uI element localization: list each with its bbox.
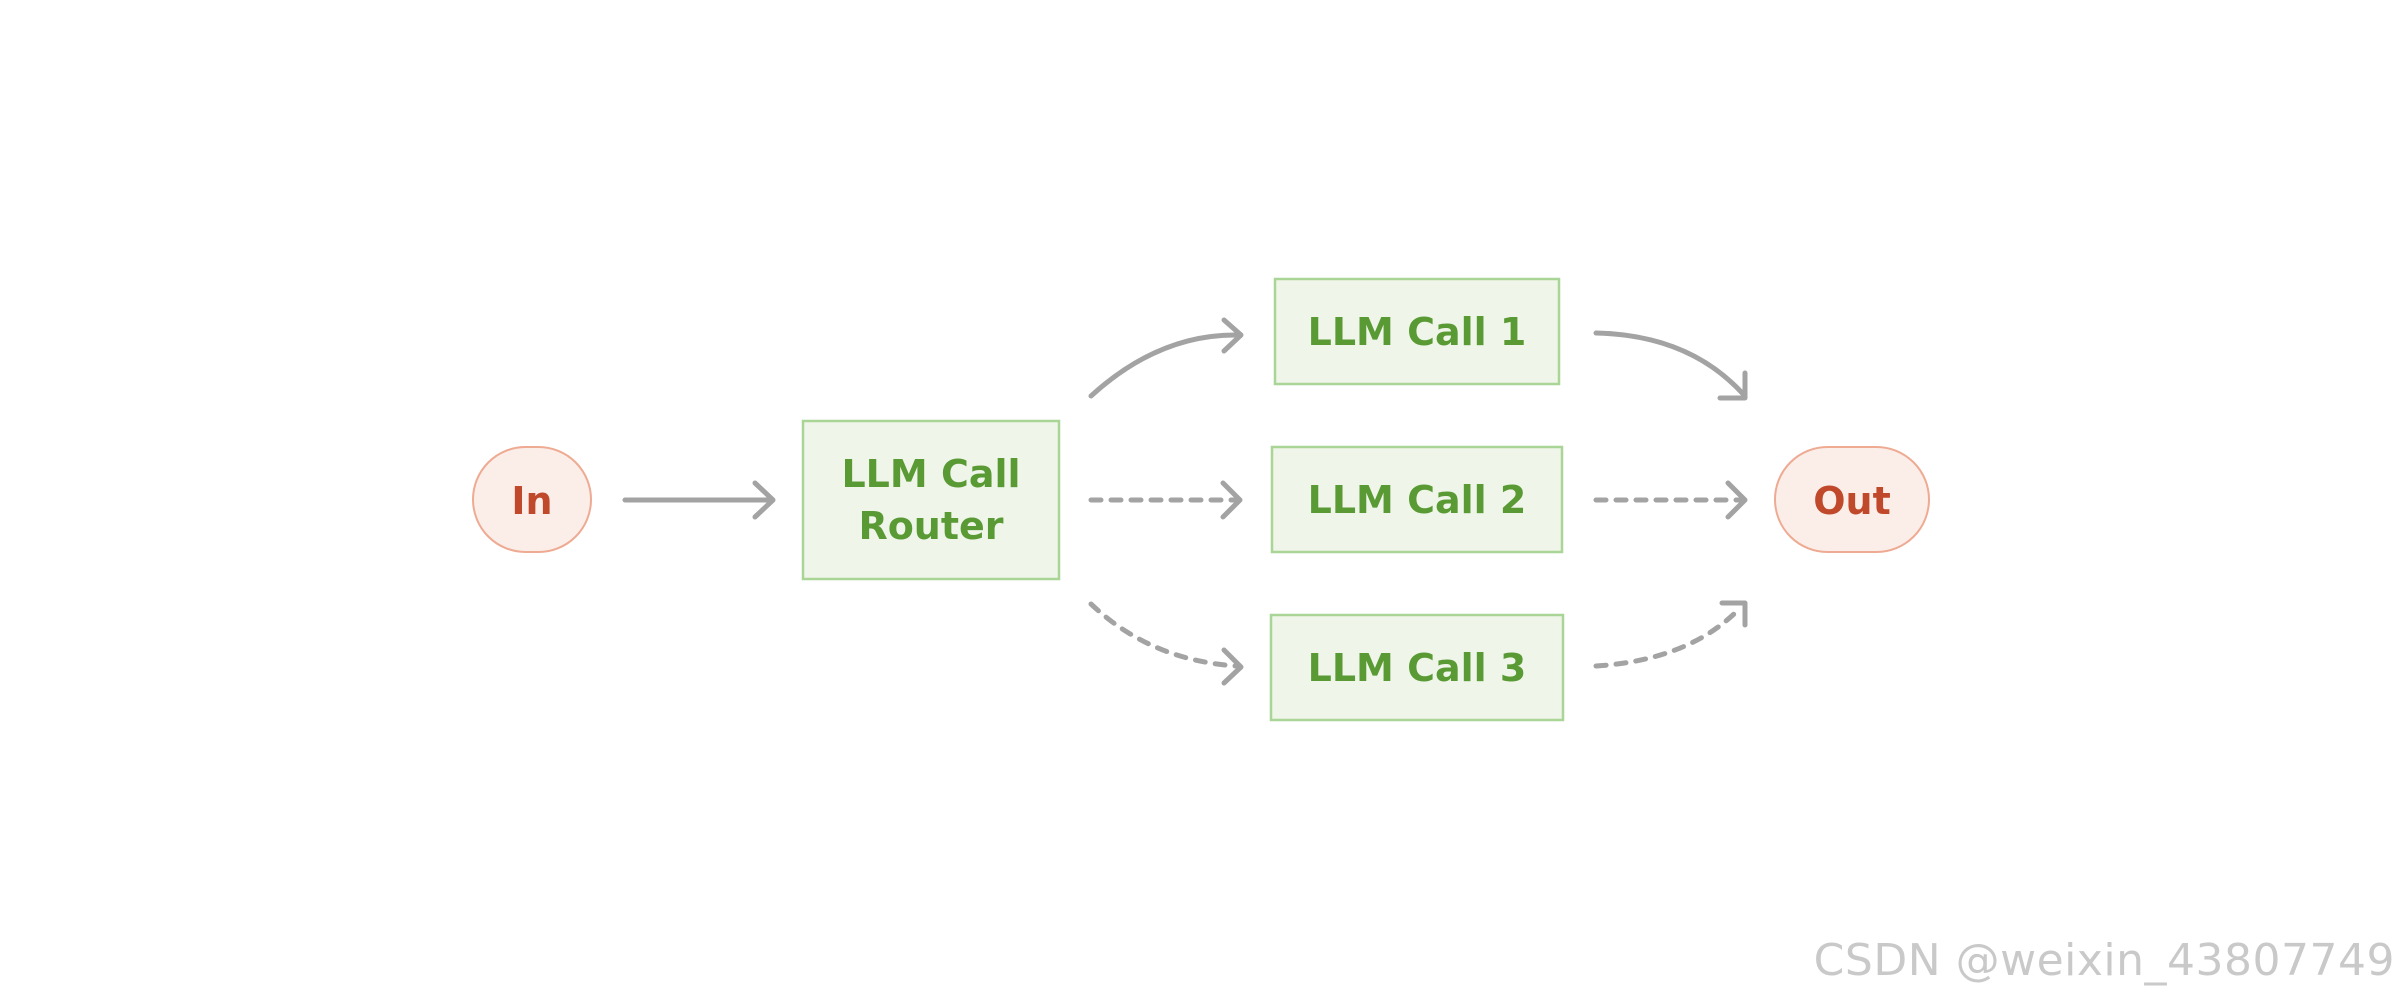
- watermark-text: CSDN @weixin_43807749: [1813, 935, 2395, 986]
- llm-call-2-label: LLM Call 2: [1308, 478, 1527, 522]
- edge-call2-output: [1593, 480, 1748, 520]
- router-node: LLM Call Router: [801, 419, 1061, 581]
- llm-call-3-node: LLM Call 3: [1269, 613, 1565, 722]
- router-label-line1: LLM Call: [841, 452, 1020, 496]
- edge-router-call2: [1088, 480, 1243, 520]
- output-label: Out: [1813, 479, 1891, 523]
- edge-call3-output: [1593, 600, 1748, 669]
- llm-call-3-label: LLM Call 3: [1308, 646, 1527, 690]
- edge-input-router: [622, 480, 776, 520]
- output-node: Out: [1774, 446, 1930, 553]
- llm-call-1-node: LLM Call 1: [1273, 277, 1561, 386]
- input-label: In: [511, 479, 552, 523]
- edge-call1-output: [1593, 330, 1748, 401]
- edges: [622, 317, 1748, 686]
- llm-call-2-node: LLM Call 2: [1270, 445, 1564, 554]
- llm-call-1-label: LLM Call 1: [1308, 310, 1527, 354]
- input-node: In: [472, 446, 592, 553]
- edge-router-call1: [1088, 317, 1244, 399]
- edge-router-call3: [1088, 601, 1244, 686]
- router-label-line2: Router: [858, 504, 1003, 548]
